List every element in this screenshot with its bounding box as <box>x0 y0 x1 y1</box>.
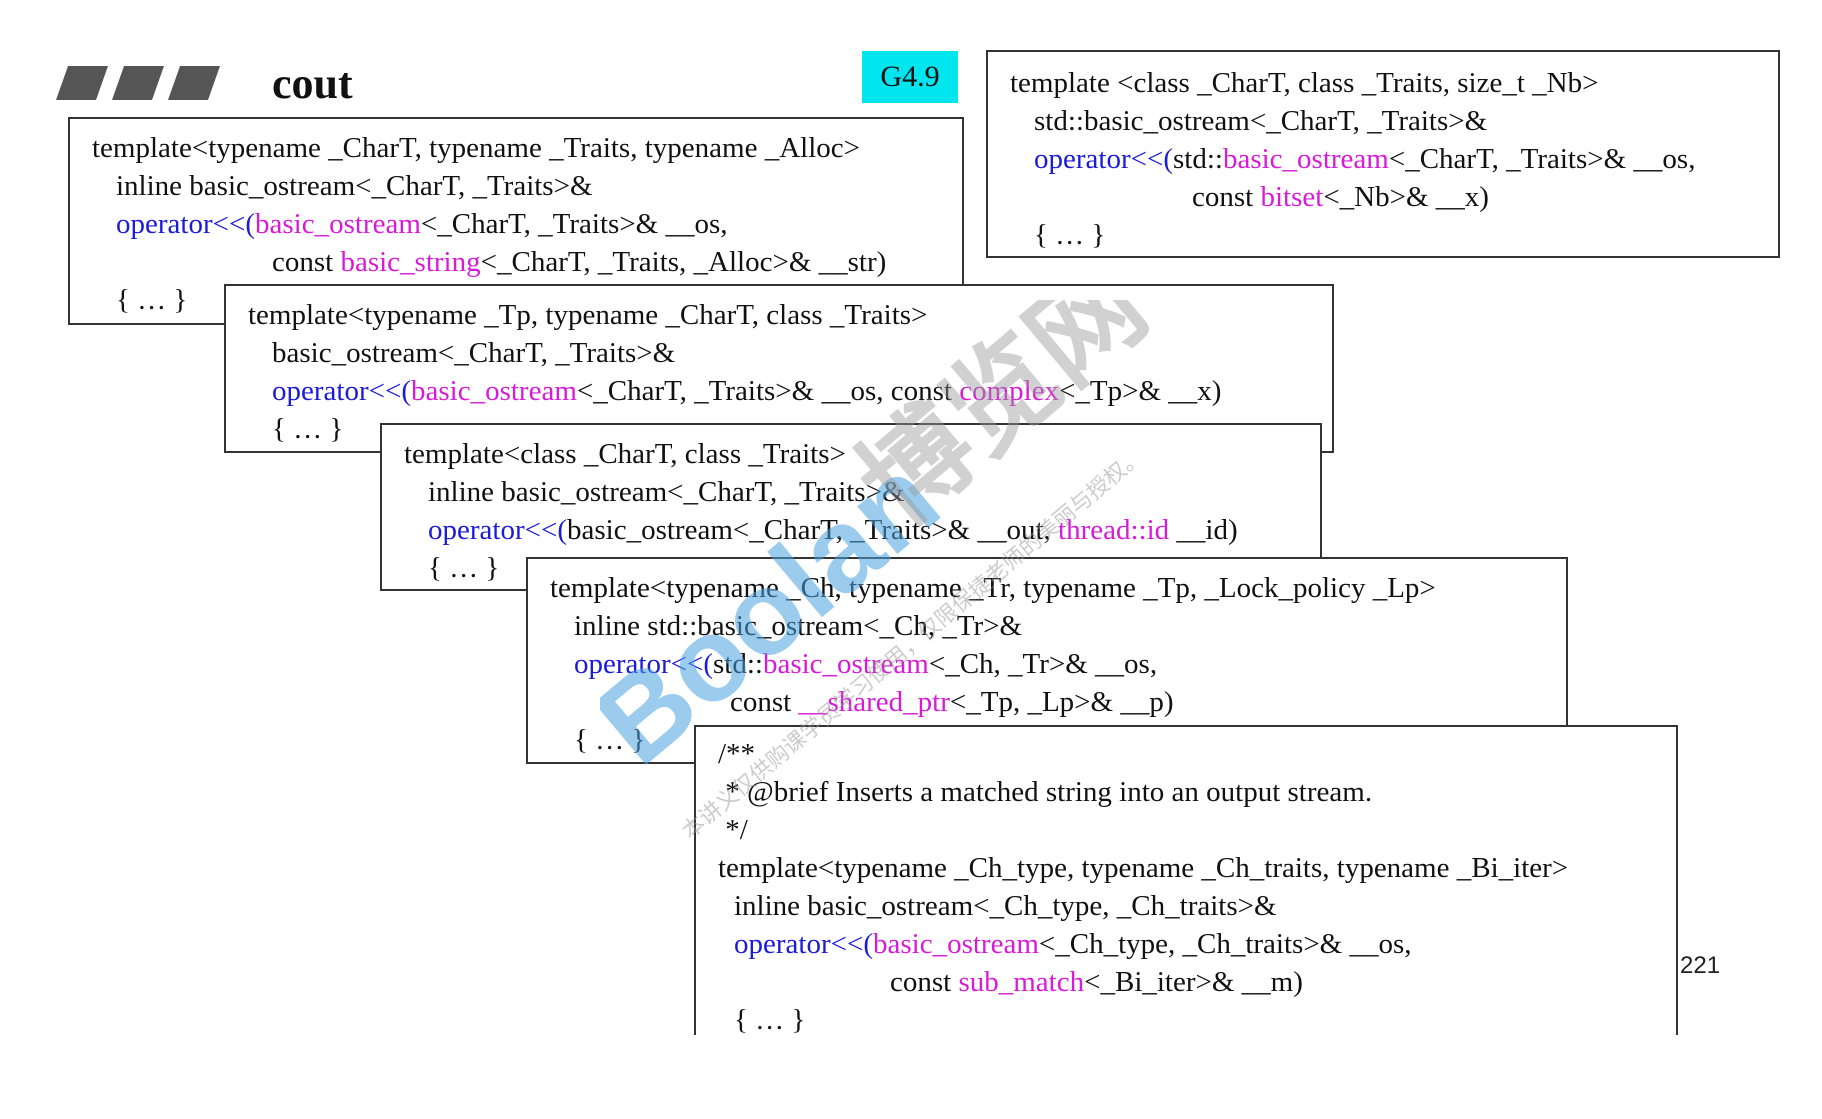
code-line: const sub_match<_Bi_iter>& __m) <box>718 963 1676 1001</box>
type-highlight: complex <box>959 375 1060 407</box>
code-line: { … } <box>272 413 344 445</box>
code-line: const __shared_ptr<_Tp, _Lp>& __p) <box>550 683 1566 721</box>
code-line: operator<<(basic_ostream<_CharT, _Traits… <box>404 511 1320 549</box>
type-highlight: basic_ostream <box>1222 143 1389 175</box>
page-title: cout <box>272 59 353 108</box>
code-line: inline basic_ostream<_Ch_type, _Ch_trait… <box>734 890 1277 922</box>
code-text: <_CharT, _Traits>& __os, const <box>576 375 960 407</box>
code-box-basic-string: template<typename _CharT, typename _Trai… <box>68 117 964 325</box>
code-line: operator<<(basic_ostream<_Ch_type, _Ch_t… <box>718 925 1676 963</box>
code-line: template<typename _Ch_type, typename _Ch… <box>718 852 1569 884</box>
type-highlight: basic_string <box>340 246 481 278</box>
page-number: 221 <box>1680 952 1721 979</box>
operator-keyword: operator<<( <box>574 648 713 680</box>
code-line: template<typename _Ch, typename _Tr, typ… <box>550 572 1436 604</box>
code-line: std::basic_ostream<_CharT, _Traits>& <box>1034 105 1488 137</box>
code-text: <_Tp>& __x) <box>1059 375 1222 407</box>
code-line: { … } <box>428 552 500 584</box>
code-line: const bitset<_Nb>& __x) <box>1010 178 1778 216</box>
header-stripes-decoration <box>56 66 220 100</box>
code-line: { … } <box>1034 219 1106 251</box>
code-text: <_Nb>& __x) <box>1323 181 1489 213</box>
code-text: <_CharT, _Traits>& __os, <box>1388 143 1696 175</box>
comment-line: */ <box>718 814 748 846</box>
code-line: { … } <box>734 1004 806 1035</box>
code-text: basic_ostream<_CharT, _Traits>& __out, <box>566 514 1059 546</box>
operator-keyword: operator<<( <box>428 514 567 546</box>
code-text: const <box>730 686 799 718</box>
type-highlight: __shared_ptr <box>798 686 950 718</box>
type-highlight: basic_ostream <box>410 375 577 407</box>
code-line: template<typename _Tp, typename _CharT, … <box>248 299 928 331</box>
code-text: <_Ch_type, _Ch_traits>& __os, <box>1038 928 1412 960</box>
code-box-bitset: template <class _CharT, class _Traits, s… <box>986 50 1780 258</box>
code-text: const <box>890 966 959 998</box>
type-highlight: thread::id <box>1058 514 1170 546</box>
code-text: <_Ch, _Tr>& __os, <box>928 648 1158 680</box>
code-box-thread-id: template<class _CharT, class _Traits> in… <box>380 423 1322 591</box>
code-line: { … } <box>574 724 646 756</box>
code-line: operator<<(std::basic_ostream<_CharT, _T… <box>1010 140 1778 178</box>
code-line: template<class _CharT, class _Traits> <box>404 438 846 470</box>
code-line: { … } <box>116 284 188 316</box>
code-line: inline basic_ostream<_CharT, _Traits>& <box>428 476 905 508</box>
code-text: <_CharT, _Traits, _Alloc>& __str) <box>480 246 887 278</box>
code-line: const basic_string<_CharT, _Traits, _All… <box>92 243 962 281</box>
type-highlight: bitset <box>1260 181 1324 213</box>
namespace-text: std:: <box>1172 143 1223 175</box>
comment-line: /** <box>718 738 756 770</box>
type-highlight: basic_ostream <box>762 648 929 680</box>
type-highlight: basic_ostream <box>872 928 1039 960</box>
code-box-sub-match: /** * @brief Inserts a matched string in… <box>694 725 1678 1035</box>
code-line: template<typename _CharT, typename _Trai… <box>92 132 860 164</box>
code-line: operator<<(std::basic_ostream<_Ch, _Tr>&… <box>550 645 1566 683</box>
operator-keyword: operator<<( <box>1034 143 1173 175</box>
operator-keyword: operator<<( <box>272 375 411 407</box>
operator-keyword: operator<<( <box>734 928 873 960</box>
code-text: const <box>272 246 341 278</box>
code-line: operator<<(basic_ostream<_CharT, _Traits… <box>248 372 1332 410</box>
code-line: inline basic_ostream<_CharT, _Traits>& <box>116 170 593 202</box>
code-text: <_CharT, _Traits>& __os, <box>420 208 728 240</box>
type-highlight: basic_ostream <box>254 208 421 240</box>
code-line: template <class _CharT, class _Traits, s… <box>1010 67 1599 99</box>
code-text: const <box>1192 181 1261 213</box>
namespace-text: std:: <box>712 648 763 680</box>
code-line: operator<<(basic_ostream<_CharT, _Traits… <box>92 205 962 243</box>
code-text: __id) <box>1169 514 1238 546</box>
code-text: <_Bi_iter>& __m) <box>1084 966 1303 998</box>
code-line: basic_ostream<_CharT, _Traits>& <box>272 337 676 369</box>
code-text: <_Tp, _Lp>& __p) <box>949 686 1174 718</box>
operator-keyword: operator<<( <box>116 208 255 240</box>
code-line: inline std::basic_ostream<_Ch, _Tr>& <box>574 610 1023 642</box>
type-highlight: sub_match <box>958 966 1085 998</box>
version-badge: G4.9 <box>862 51 958 103</box>
comment-line: * @brief Inserts a matched string into a… <box>718 776 1373 808</box>
